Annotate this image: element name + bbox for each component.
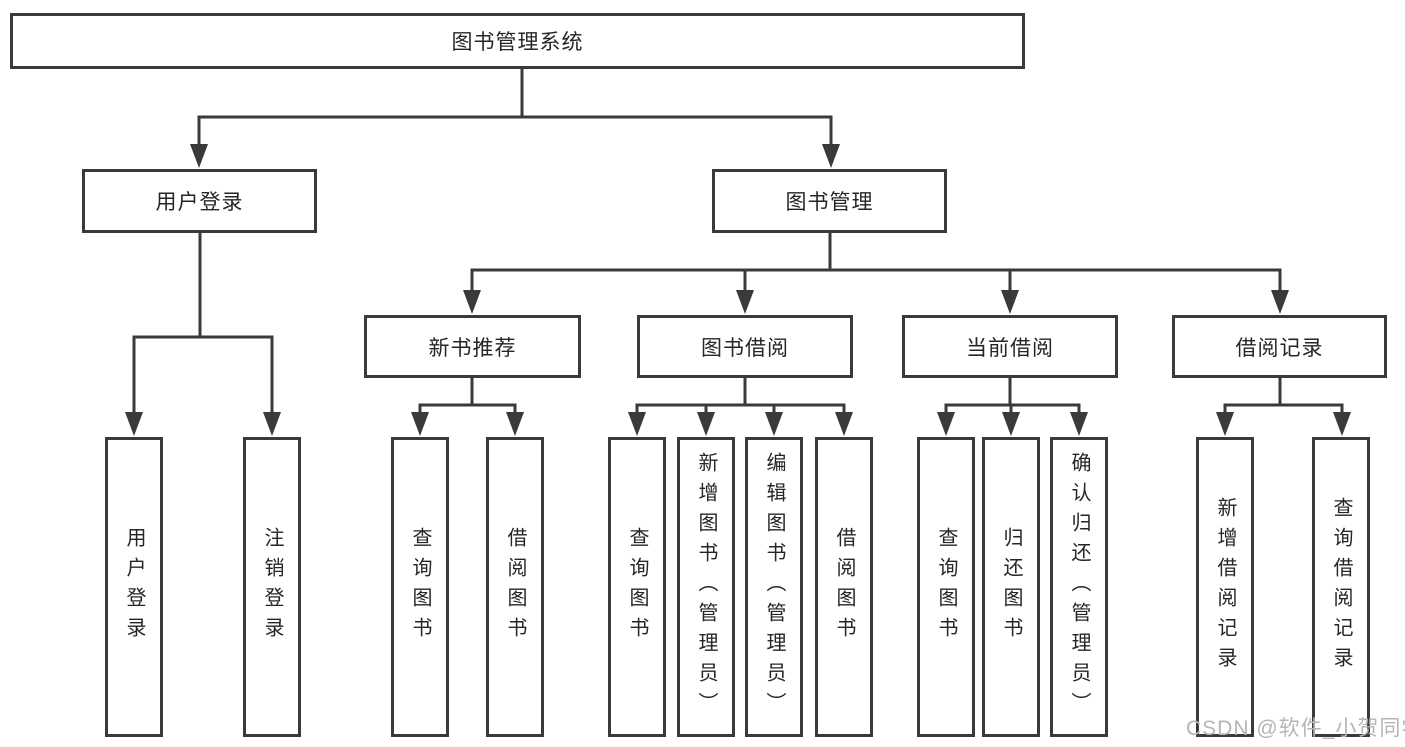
leaf-bb-add-books-admin: 新增图书（管理员） [677, 437, 735, 737]
connector-br-splitter [1223, 403, 1344, 412]
leaf-nbr-query-books-label: 查询图书 [409, 527, 431, 647]
node-borrow-records: 借阅记录 [1172, 315, 1387, 378]
node-system-root: 图书管理系统 [10, 13, 1025, 69]
leaf-cb-return-books: 归还图书 [982, 437, 1040, 737]
connector-bb-splitter [635, 403, 846, 412]
leaf-cb-confirm-return-admin-label: 确认归还（管理员） [1068, 452, 1090, 722]
leaf-br-add-record-label: 新增借阅记录 [1214, 497, 1236, 677]
node-book-management: 图书管理 [712, 169, 947, 233]
leaf-cb-return-books-label: 归还图书 [1000, 527, 1022, 647]
arrow-book-management [822, 144, 840, 168]
leaf-cb-query-books-label: 查询图书 [935, 527, 957, 647]
leaf-cb-query-books: 查询图书 [917, 437, 975, 737]
connector-l3-splitter [470, 268, 1282, 290]
leaf-user-login: 用户登录 [105, 437, 163, 737]
leaf-bb-add-books-admin-label: 新增图书（管理员） [695, 452, 717, 722]
leaf-nbr-borrow-books-label: 借阅图书 [504, 527, 526, 647]
leaf-bb-query-books: 查询图书 [608, 437, 666, 737]
leaf-bb-query-books-label: 查询图书 [626, 527, 648, 647]
leaf-nbr-query-books: 查询图书 [391, 437, 449, 737]
leaf-br-query-record: 查询借阅记录 [1312, 437, 1370, 737]
node-user-login: 用户登录 [82, 169, 317, 233]
node-book-borrow: 图书借阅 [637, 315, 853, 378]
leaf-bb-borrow-books-label: 借阅图书 [833, 527, 855, 647]
leaf-bb-edit-books-admin: 编辑图书（管理员） [745, 437, 803, 737]
watermark-text: CSDN @软件_小贺同学 [1186, 717, 1405, 740]
leaf-br-query-record-label: 查询借阅记录 [1330, 497, 1352, 677]
node-new-book-recommend: 新书推荐 [364, 315, 581, 378]
leaf-user-login-label: 用户登录 [123, 527, 145, 647]
leaf-br-add-record: 新增借阅记录 [1196, 437, 1254, 737]
arrow-user-login [190, 144, 208, 168]
connector-nbr-splitter [418, 403, 517, 412]
leaf-bb-edit-books-admin-label: 编辑图书（管理员） [763, 452, 785, 722]
leaf-logout-label: 注销登录 [261, 527, 283, 647]
leaf-logout: 注销登录 [243, 437, 301, 737]
leaf-nbr-borrow-books: 借阅图书 [486, 437, 544, 737]
node-current-borrow: 当前借阅 [902, 315, 1118, 378]
leaf-cb-confirm-return-admin: 确认归还（管理员） [1050, 437, 1108, 737]
leaf-bb-borrow-books: 借阅图书 [815, 437, 873, 737]
connector-user-login-splitter [132, 335, 274, 412]
connector-l2-splitter [197, 115, 833, 144]
